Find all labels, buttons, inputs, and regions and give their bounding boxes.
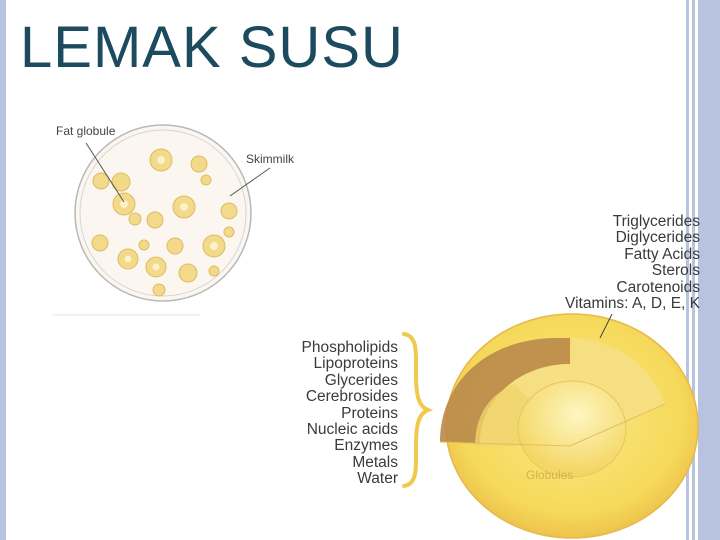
core-lipid-item: Vitamins: A, D, E, K <box>565 295 700 313</box>
core-lipid-item: Fatty Acids <box>624 245 700 263</box>
milk-dispersion-drawing <box>52 124 271 316</box>
membrane-item: Cerebrosides <box>305 388 398 406</box>
core-lipid-item: Sterols <box>651 262 700 280</box>
core-lipid-item: Triglycerides <box>612 213 700 230</box>
membrane-item: Enzymes <box>334 437 398 455</box>
membrane-item: Proteins <box>341 404 398 422</box>
core-lipid-list: Triglycerides Diglycerides Fatty Acids S… <box>528 213 700 313</box>
membrane-component-list: Phospholipids Lipoproteins Glycerides Ce… <box>270 339 398 488</box>
membrane-item: Lipoproteins <box>313 355 398 373</box>
membrane-item: Glycerides <box>324 371 398 389</box>
membrane-item: Phospholipids <box>301 339 398 356</box>
fat-globule-figure <box>270 214 700 540</box>
fat-globule-label: Fat globule <box>56 124 116 138</box>
membrane-item: Nucleic acids <box>306 421 398 439</box>
milk-dispersion-figure: Fat globule Skimmilk <box>50 118 320 318</box>
slide-title: LEMAK SUSU <box>20 15 404 80</box>
membrane-item: Metals <box>352 453 398 471</box>
core-lipid-item: Diglycerides <box>615 229 700 247</box>
globule-cross-section-drawing <box>402 313 699 539</box>
globules-label: Globules <box>526 468 574 482</box>
right-accent-bars <box>686 0 720 540</box>
core-lipid-item: Carotenoids <box>616 278 700 296</box>
left-accent-bar <box>0 0 6 540</box>
skimmilk-label: Skimmilk <box>246 152 294 166</box>
membrane-item: Water <box>357 470 398 488</box>
